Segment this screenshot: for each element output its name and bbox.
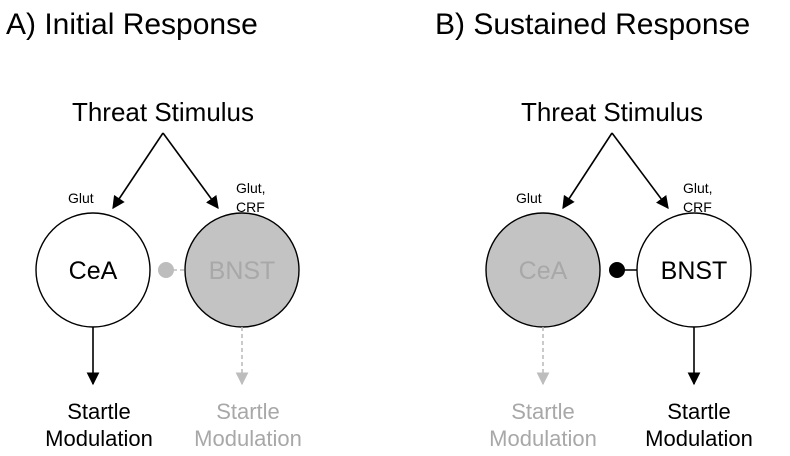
panel-b-cea-output-line1: Startle bbox=[511, 399, 575, 424]
panel-a-input-arrow-right bbox=[162, 132, 219, 210]
panel-b-bnst-output-line2: Modulation bbox=[645, 426, 753, 451]
panel-b-right-neurotransmitter-line1: Glut, bbox=[683, 180, 713, 196]
panel-a-left-neurotransmitter: Glut bbox=[68, 190, 94, 206]
panel-a-cea-output-line1: Startle bbox=[67, 399, 131, 424]
panel-b-stimulus: Threat Stimulus bbox=[521, 97, 703, 127]
panel-b-cea-label: CeA bbox=[519, 257, 568, 285]
panel-a-right-neurotransmitter-line2: CRF bbox=[236, 199, 265, 215]
panel-a-title: A) Initial Response bbox=[6, 8, 258, 41]
panel-b-left-neurotransmitter: Glut bbox=[516, 190, 542, 206]
panel-a-cea-output-line2: Modulation bbox=[45, 426, 153, 451]
panel-b: B) Sustained Response Threat Stimulus Gl… bbox=[435, 8, 753, 451]
panel-a-cea-label: CeA bbox=[69, 257, 118, 285]
panel-a-bnst-output-line2: Modulation bbox=[194, 426, 302, 451]
panel-a-bnst-label: BNST bbox=[209, 257, 276, 285]
panel-b-bnst-output-line1: Startle bbox=[667, 399, 731, 424]
panel-a-inhibitory-terminal bbox=[158, 262, 174, 278]
panel-b-inhibitory-terminal bbox=[609, 262, 625, 278]
panel-b-cea-output-line2: Modulation bbox=[489, 426, 597, 451]
panel-a-right-neurotransmitter-line1: Glut, bbox=[236, 180, 266, 196]
panel-a-stimulus: Threat Stimulus bbox=[72, 97, 254, 127]
panel-b-bnst-label: BNST bbox=[661, 257, 728, 285]
panel-a: A) Initial Response Threat Stimulus Glut… bbox=[6, 8, 302, 451]
panel-b-title: B) Sustained Response bbox=[435, 8, 750, 41]
panel-a-input-arrow-left bbox=[112, 132, 164, 210]
panel-a-bnst-output-line1: Startle bbox=[216, 399, 280, 424]
panel-b-input-arrow-left bbox=[562, 132, 613, 210]
panel-b-right-neurotransmitter-line2: CRF bbox=[683, 199, 712, 215]
panel-b-input-arrow-right bbox=[611, 132, 669, 210]
